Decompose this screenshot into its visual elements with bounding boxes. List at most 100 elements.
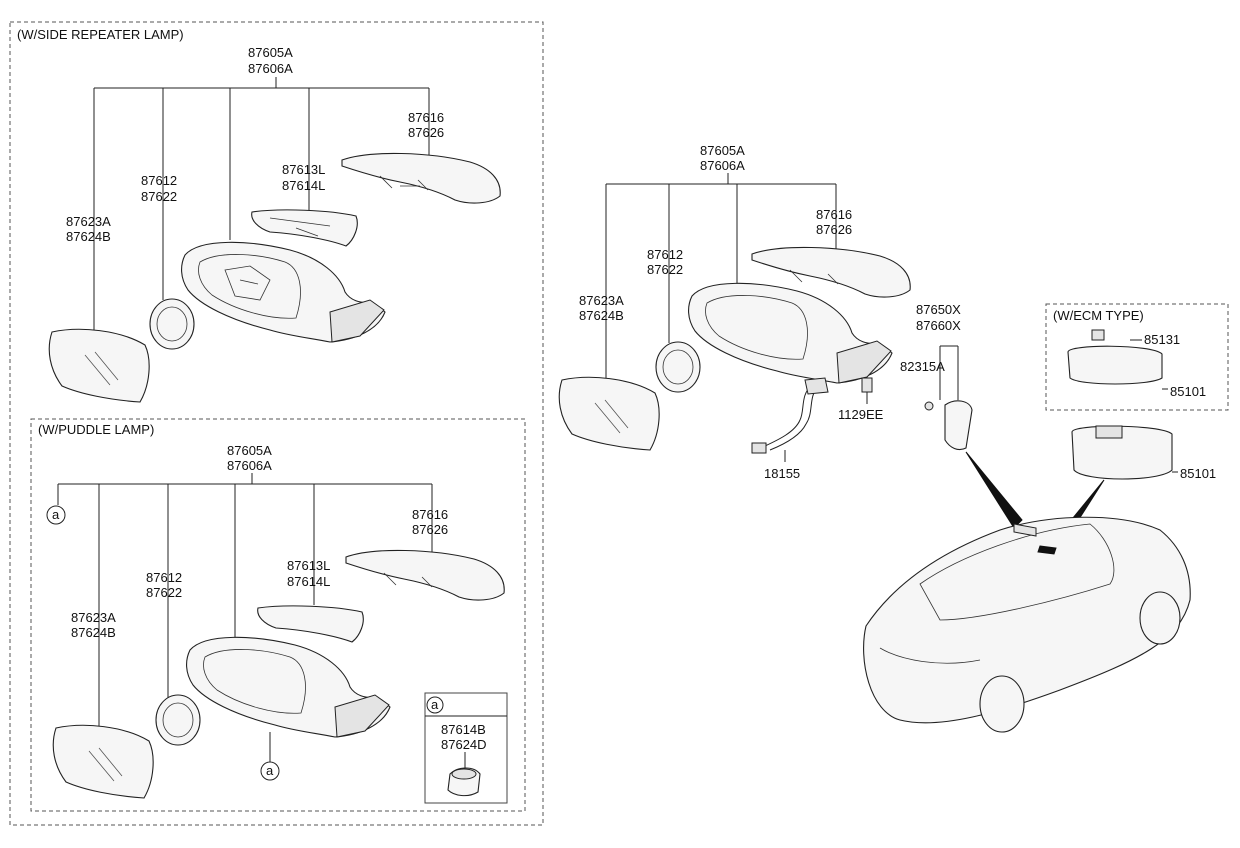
mirror-glass-reflection-c <box>594 399 629 434</box>
wire-harness-18155 <box>764 384 813 447</box>
label-87606A: 87606A <box>248 61 293 76</box>
mirror-cover-detail-c <box>789 269 839 285</box>
label-87624B-b: 87624B <box>71 625 116 640</box>
label-87622-b: 87622 <box>146 585 182 600</box>
puddle-lamp-top <box>451 768 477 780</box>
label-87614L: 87614L <box>282 178 325 193</box>
clip-82315A <box>924 401 934 411</box>
puddle-section-title: (W/PUDDLE LAMP) <box>38 422 154 437</box>
car-roof-window <box>919 523 1115 621</box>
mirror-base-mount-c <box>836 340 892 384</box>
label-87614L-b: 87614L <box>287 574 330 589</box>
label-87606A-c: 87606A <box>700 158 745 173</box>
label-87605A-c: 87605A <box>700 143 745 158</box>
label-87605A: 87605A <box>248 45 293 60</box>
label-1129EE: 1129EE <box>838 407 884 422</box>
reference-circle-a-bottom <box>260 761 280 781</box>
side-repeater-leader-lines <box>93 77 430 335</box>
label-87612: 87612 <box>141 173 177 188</box>
mirror-glass-87623A <box>48 328 150 403</box>
car-trunk-line <box>879 647 981 664</box>
label-87612-b: 87612 <box>146 570 182 585</box>
label-85101: 85101 <box>1180 466 1216 481</box>
reference-circle-a-bottom-label: a <box>266 763 274 778</box>
label-87612-c: 87612 <box>647 247 683 262</box>
side-repeater-lamp-section: (W/SIDE REPEATER LAMP) 87605A 87606A 876… <box>9 21 544 826</box>
label-82315A: 82315A <box>900 359 945 374</box>
puddle-lamp-inset-box <box>424 692 508 804</box>
puddle-lamp-section: (W/PUDDLE LAMP) 87605A 87606A a 87616 87… <box>30 418 526 812</box>
mirror-base-mount <box>329 299 385 343</box>
label-87626-c: 87626 <box>816 222 852 237</box>
mirror-actuator-detail <box>224 265 271 301</box>
rain-sensor-cover <box>944 400 973 451</box>
basic-mirror-section: 87605A 87606A 87616 87626 18155 1129EE 8… <box>558 143 973 481</box>
wire-connector <box>751 442 767 454</box>
ecm-cover-85131 <box>1091 329 1105 341</box>
side-repeater-section-title: (W/SIDE REPEATER LAMP) <box>17 27 184 42</box>
reference-circle-a <box>46 505 66 525</box>
mirror-housing-inner-b <box>203 649 306 714</box>
side-repeater-section-border <box>9 21 544 826</box>
side-repeater-lamp-87613L-b <box>257 605 364 643</box>
mirror-cover-87616 <box>341 152 501 204</box>
side-repeater-lamp-detail <box>269 217 331 237</box>
label-87623A-c: 87623A <box>579 293 624 308</box>
label-85101-ecm: 85101 <box>1170 384 1206 399</box>
mirror-actuator-87612 <box>149 298 195 350</box>
reference-circle-a-inset-label: a <box>431 697 439 712</box>
mirror-actuator-ring-c <box>662 349 694 385</box>
mirror-glass-87623A-c <box>558 376 660 451</box>
label-87622-c: 87622 <box>647 262 683 277</box>
puddle-leader-lines <box>57 473 433 734</box>
reference-circle-a-label: a <box>52 507 60 522</box>
mirror-housing-inner-c <box>705 295 808 360</box>
sensor-bracket-leader <box>939 345 959 400</box>
mirror-glass-87623A-b <box>52 724 154 799</box>
mirror-cover-detail-b <box>383 572 433 588</box>
label-87616-b: 87616 <box>412 507 448 522</box>
label-87613L-b: 87613L <box>287 558 330 573</box>
car-mirror-location <box>1037 545 1057 555</box>
ecm-section-title: (W/ECM TYPE) <box>1053 308 1144 323</box>
reference-circle-a-inset <box>426 696 444 714</box>
label-87614B: 87614B <box>441 722 486 737</box>
label-87616-c: 87616 <box>816 207 852 222</box>
label-87650X: 87650X <box>916 302 961 317</box>
mirror-actuator-ring-b <box>162 702 194 738</box>
mirror-mount <box>1095 425 1123 439</box>
label-87624D: 87624D <box>441 737 487 752</box>
wire-grommet <box>804 377 829 395</box>
label-87624B: 87624B <box>66 229 111 244</box>
mirror-actuator-87612-c <box>655 341 701 393</box>
label-87613L: 87613L <box>282 162 325 177</box>
label-87660X: 87660X <box>916 318 961 333</box>
mirror-actuator-87612-b <box>155 694 201 746</box>
mirror-housing-inner <box>198 254 301 319</box>
ecm-type-section: (W/ECM TYPE) 85131 85101 85101 <box>1045 303 1229 481</box>
inside-rear-view-mirror-85101 <box>1071 425 1173 480</box>
bolt-1129EE <box>861 377 873 393</box>
mirror-glass-reflection <box>84 351 119 386</box>
label-87605A-b: 87605A <box>227 443 272 458</box>
mirror-actuator-ring <box>156 306 188 342</box>
label-87624B-c: 87624B <box>579 308 624 323</box>
ecm-inside-mirror <box>1067 345 1163 385</box>
pointer-arrow-sensor <box>965 451 1023 529</box>
label-87626: 87626 <box>408 125 444 140</box>
mirror-base-mount-b <box>334 694 390 738</box>
ecm-section-border <box>1045 303 1229 411</box>
car-front-wheel <box>1139 591 1181 645</box>
car-sensor-location <box>1013 523 1037 537</box>
label-87623A: 87623A <box>66 214 111 229</box>
label-87623A-b: 87623A <box>71 610 116 625</box>
wire-harness-18155-b <box>769 385 819 451</box>
side-repeater-lamp-87613L <box>251 209 358 247</box>
basic-mirror-leader-lines <box>605 173 837 380</box>
vehicle-illustration <box>863 451 1191 733</box>
mirror-glass-reflection-b <box>88 747 123 782</box>
mirror-cover-87616-b <box>345 549 505 601</box>
label-87606A-b: 87606A <box>227 458 272 473</box>
mirror-cover-87616-c <box>751 246 911 298</box>
